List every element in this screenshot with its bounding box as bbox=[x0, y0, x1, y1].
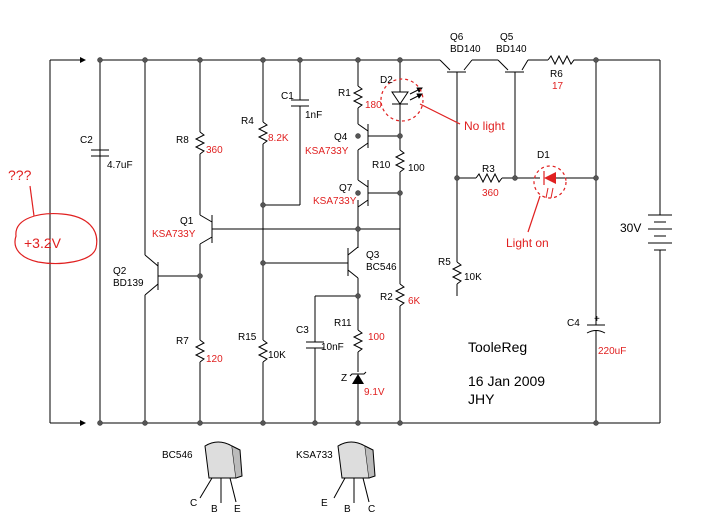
zener-diode: Z 9.1V bbox=[341, 371, 385, 423]
r6-ref: R6 bbox=[550, 69, 563, 80]
resistor-r2: R2 6K bbox=[380, 283, 421, 423]
resistor-r8: R8 360 bbox=[176, 60, 223, 215]
ksa733-pin-2: B bbox=[344, 504, 351, 515]
bc546-pin-1: C bbox=[190, 498, 197, 509]
r4-ref: R4 bbox=[241, 116, 254, 127]
junctions bbox=[97, 57, 599, 426]
r2-value: 6K bbox=[408, 296, 421, 307]
bc546-name: BC546 bbox=[162, 450, 193, 461]
r7-ref: R7 bbox=[176, 336, 189, 347]
q1-value: KSA733Y bbox=[152, 229, 196, 240]
r3-ref: R3 bbox=[482, 164, 495, 175]
d1-ref: D1 bbox=[537, 150, 550, 161]
ksa733-pin-1: E bbox=[321, 498, 328, 509]
resistor-r5: R5 10K bbox=[438, 257, 482, 296]
r10-value: 100 bbox=[408, 163, 425, 174]
r8-value: 360 bbox=[206, 145, 223, 156]
capacitor-c4: + C4 220uF bbox=[567, 60, 626, 423]
bc546-pin-3: E bbox=[234, 504, 241, 515]
q2-value: BD139 bbox=[113, 278, 144, 289]
r4-value: 8.2K bbox=[268, 133, 289, 144]
voltage-annotation: ??? +3.2V bbox=[8, 167, 98, 265]
q7-ref: Q7 bbox=[339, 183, 353, 194]
ksa733-name: KSA733 bbox=[296, 450, 333, 461]
resistor-r4: R4 8.2K bbox=[241, 60, 289, 340]
q4-value: KSA733Y bbox=[305, 146, 349, 157]
capacitor-c2: C2 4.7uF bbox=[80, 135, 133, 171]
light-on-label: Light on bbox=[506, 236, 549, 250]
date: 16 Jan 2009 bbox=[468, 373, 545, 389]
battery-30v: 30V bbox=[620, 60, 672, 423]
c4-ref: C4 bbox=[567, 318, 580, 329]
resistor-r6: R6 17 bbox=[547, 54, 578, 92]
r3-bus: R3 360 bbox=[457, 164, 540, 199]
q4-ref: Q4 bbox=[334, 132, 348, 143]
led-d2: D2 bbox=[380, 60, 424, 150]
d2-ref: D2 bbox=[380, 75, 393, 86]
q7-value: KSA733Y bbox=[313, 196, 357, 207]
q3-ref: Q3 bbox=[366, 250, 380, 261]
led-d1: D1 bbox=[533, 150, 596, 199]
zener-value: 9.1V bbox=[364, 387, 385, 398]
transistor-q2: Q2 BD139 bbox=[113, 60, 200, 423]
q3-value: BC546 bbox=[366, 262, 397, 273]
c1-ref: C1 bbox=[281, 91, 294, 102]
zener-ref: Z bbox=[341, 373, 347, 384]
r5-ref: R5 bbox=[438, 257, 451, 268]
voltage-label: +3.2V bbox=[24, 235, 62, 251]
bc546-pin-2: B bbox=[211, 504, 218, 515]
q5-value: BD140 bbox=[496, 44, 527, 55]
c4-value: 220uF bbox=[598, 346, 626, 357]
q1-ref: Q1 bbox=[180, 216, 194, 227]
capacitor-c3: C3 10nF bbox=[296, 295, 358, 423]
q2-ref: Q2 bbox=[113, 266, 127, 277]
ksa733-pin-3: C bbox=[368, 504, 375, 515]
r2-ref: R2 bbox=[380, 292, 393, 303]
author: JHY bbox=[468, 391, 495, 407]
no-light-leader bbox=[419, 103, 461, 125]
r5-value: 10K bbox=[464, 272, 482, 283]
q5-ref: Q5 bbox=[500, 32, 514, 43]
r6-value: 17 bbox=[552, 81, 564, 92]
battery-label: 30V bbox=[620, 221, 641, 235]
q6-ref: Q6 bbox=[450, 32, 464, 43]
transistor-q3: Q3 BC546 bbox=[347, 200, 397, 330]
r15-ref: R15 bbox=[238, 332, 257, 343]
resistor-r11: R11 100 bbox=[334, 318, 385, 372]
transistor-q4: Q4 KSA733Y bbox=[305, 123, 400, 180]
q6-value: BD140 bbox=[450, 44, 481, 55]
transistor-q6: Q6 BD140 bbox=[439, 32, 481, 262]
r15-value: 10K bbox=[268, 350, 286, 361]
r8-ref: R8 bbox=[176, 135, 189, 146]
transistor-q7: Q7 KSA733Y bbox=[313, 179, 400, 248]
c2-ref: C2 bbox=[80, 135, 93, 146]
r7-value: 120 bbox=[206, 354, 223, 365]
package-bc546: BC546 C B E bbox=[162, 441, 243, 515]
c1-value: 1nF bbox=[305, 110, 322, 121]
resistor-r15: R15 10K bbox=[238, 332, 286, 423]
question-marks: ??? bbox=[8, 167, 32, 183]
c2-value: 4.7uF bbox=[107, 160, 133, 171]
c4-polarity: + bbox=[594, 314, 600, 325]
output-terminals bbox=[49, 57, 86, 426]
r3-value: 360 bbox=[482, 188, 499, 199]
no-light-label: No light bbox=[464, 119, 505, 133]
r10-ref: R10 bbox=[372, 160, 391, 171]
transistor-q5: Q5 BD140 bbox=[496, 32, 529, 178]
resistor-r7: R7 120 bbox=[176, 336, 223, 423]
title: TooleReg bbox=[468, 339, 527, 355]
r1-value: 180 bbox=[365, 100, 382, 111]
package-ksa733: KSA733 E B C bbox=[296, 441, 376, 515]
r11-ref: R11 bbox=[334, 318, 352, 329]
light-on-leader bbox=[527, 195, 541, 233]
r11-value: 100 bbox=[368, 332, 385, 343]
c3-value: 10nF bbox=[321, 342, 344, 353]
c3-ref: C3 bbox=[296, 325, 309, 336]
transistor-q1: Q1 KSA733Y bbox=[152, 214, 400, 340]
r1-ref: R1 bbox=[338, 88, 351, 99]
resistor-r1: R1 180 bbox=[338, 60, 382, 124]
capacitor-c1: C1 1nF bbox=[281, 60, 322, 205]
